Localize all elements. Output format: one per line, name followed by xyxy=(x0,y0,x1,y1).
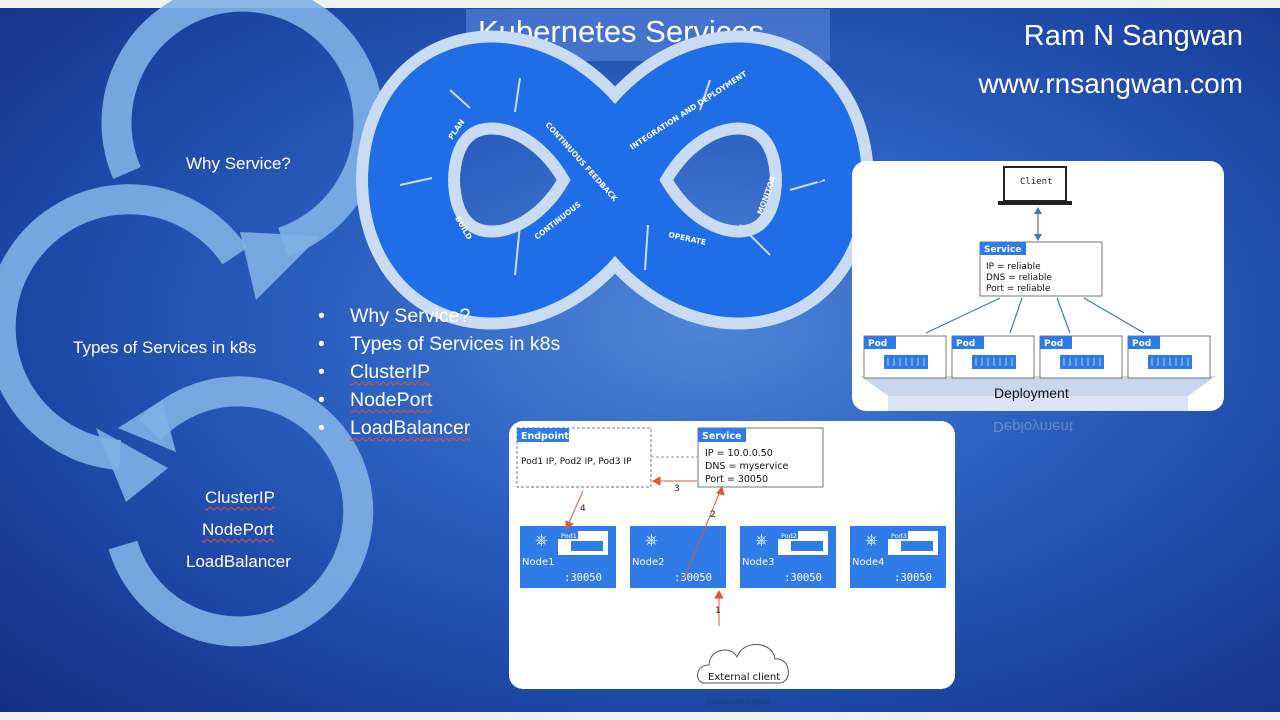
client-label: Client xyxy=(1020,177,1053,187)
service-line-dns: DNS = reliable xyxy=(986,273,1052,283)
pod-box: Pod xyxy=(863,335,947,379)
bullet-item: Types of Services in k8s xyxy=(318,330,560,358)
service-line-ip: IP = reliable xyxy=(986,262,1041,272)
cycle-label-why: Why Service? xyxy=(186,154,291,173)
deployment-reflection: Deployment xyxy=(993,418,1074,435)
topic-bullet-list: Why Service? Types of Services in k8s Cl… xyxy=(318,302,560,442)
bullet-item: LoadBalancer xyxy=(318,414,560,442)
service-line-port: Port = reliable xyxy=(986,284,1051,294)
svg-text:Pod1: Pod1 xyxy=(561,532,577,540)
endpoint-title: Endpoint xyxy=(521,431,569,442)
svg-text:Node3: Node3 xyxy=(742,557,774,568)
svg-text:Node1: Node1 xyxy=(522,557,554,568)
svg-text:Pod: Pod xyxy=(1132,339,1151,349)
np-service-port: Port = 30050 xyxy=(705,474,768,485)
svg-text:⎈: ⎈ xyxy=(645,530,658,549)
svg-text:Pod: Pod xyxy=(868,339,887,349)
cycle-arrow-top xyxy=(101,0,384,257)
author-name: Ram N Sangwan xyxy=(1023,20,1243,52)
svg-text::30050: :30050 xyxy=(564,572,602,584)
cycle-arrow-middle xyxy=(0,184,248,470)
svg-text:⎈: ⎈ xyxy=(755,530,768,549)
svg-text:Pod2: Pod2 xyxy=(781,532,797,540)
cycle-label-loadbalancer: LoadBalancer xyxy=(186,552,291,571)
pod-box: Pod xyxy=(951,335,1035,379)
endpoint-pod-ips: Pod1 IP, Pod2 IP, Pod3 IP xyxy=(521,457,632,467)
svg-text:Pod: Pod xyxy=(1044,339,1063,349)
node-box: Pod1 ⎈ Node1 :30050 xyxy=(520,526,616,588)
svg-text:Node4: Node4 xyxy=(852,557,884,568)
pod-box: Pod xyxy=(1039,335,1123,379)
svg-text:Pod: Pod xyxy=(956,339,975,349)
cycle-label-clusterip: ClusterIP xyxy=(205,488,275,507)
svg-text::30050: :30050 xyxy=(784,572,822,584)
svg-text:Pod3: Pod3 xyxy=(891,532,907,540)
step-3: 3 xyxy=(674,484,680,494)
service-diagram-panel: Client Service IP = reliable DNS = relia… xyxy=(852,161,1224,411)
svg-text::30050: :30050 xyxy=(674,572,712,584)
np-service-title: Service xyxy=(702,431,742,442)
step-4: 4 xyxy=(580,504,586,514)
nodeport-diagram-panel: Endpoint Pod1 IP, Pod2 IP, Pod3 IP Servi… xyxy=(509,421,955,689)
np-service-ip: IP = 10.0.0.50 xyxy=(705,448,773,459)
svg-text:Node2: Node2 xyxy=(632,557,664,568)
pod-box: Pod xyxy=(1127,335,1211,379)
node-box: Pod3 ⎈ Node4 :30050 xyxy=(850,526,946,588)
service-box-title: Service xyxy=(984,245,1021,255)
service-diagram: Client Service IP = reliable DNS = relia… xyxy=(860,166,1216,411)
cycle-arrow-bottom xyxy=(108,376,374,647)
cycle-label-types: Types of Services in k8s xyxy=(73,338,257,357)
svg-text:⎈: ⎈ xyxy=(535,530,548,549)
cycle-label-nodeport: NodePort xyxy=(202,520,274,539)
bullet-item: NodePort xyxy=(318,386,560,414)
external-client-label: External client xyxy=(708,672,780,683)
step-2: 2 xyxy=(710,510,716,520)
external-client-reflection: External client xyxy=(707,696,770,707)
node-box: ⎈ Node2 :30050 xyxy=(630,526,726,588)
author-website: www.rnsangwan.com xyxy=(978,68,1243,99)
svg-text:⎈: ⎈ xyxy=(865,530,878,549)
step-1: 1 xyxy=(715,606,721,616)
external-client-cloud xyxy=(697,644,789,684)
bullet-item: Why Service? xyxy=(318,302,560,330)
node-box: Pod2 ⎈ Node3 :30050 xyxy=(740,526,836,588)
bullet-item: ClusterIP xyxy=(318,358,560,386)
nodeport-diagram: Endpoint Pod1 IP, Pod2 IP, Pod3 IP Servi… xyxy=(516,427,946,684)
np-service-dns: DNS = myservice xyxy=(705,461,789,472)
cycle-arrows xyxy=(0,0,384,647)
svg-text::30050: :30050 xyxy=(894,572,932,584)
deployment-label: Deployment xyxy=(994,385,1069,401)
